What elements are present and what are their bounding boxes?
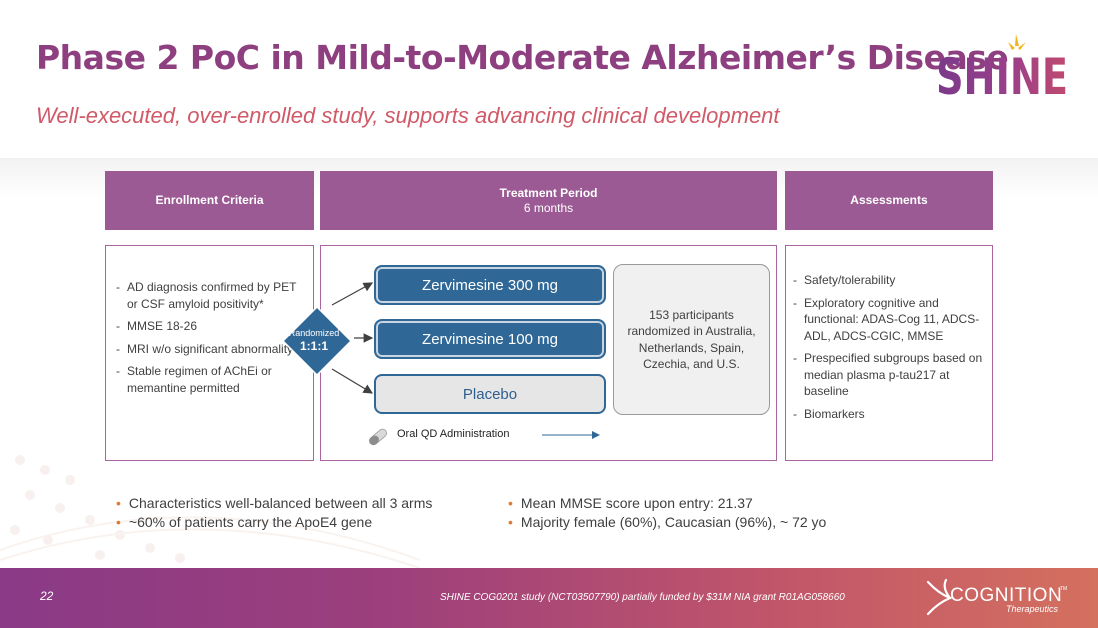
arm1-label: Zervimesine 300 mg bbox=[422, 276, 558, 294]
summary-bullet-text: Majority female (60%), Caucasian (96%), … bbox=[520, 514, 827, 530]
randomization-diamond bbox=[282, 306, 352, 376]
footer-bar bbox=[0, 568, 1098, 628]
enrollment-item: AD diagnosis confirmed by PET or CSF amy… bbox=[116, 279, 310, 312]
randomization-text: Randomized 1:1:1 bbox=[278, 328, 350, 353]
summary-bullet: • Characteristics well-balanced between a… bbox=[116, 495, 432, 511]
header-treatment-duration: 6 months bbox=[523, 200, 574, 215]
page-title: Phase 2 PoC in Mild-to-Moderate Alzheime… bbox=[36, 38, 1009, 77]
header-assessments: Assessments bbox=[785, 171, 993, 230]
summary-bullet-text: Mean MMSE score upon entry: 21.37 bbox=[520, 495, 753, 511]
assessment-item: Exploratory cognitive and functional: AD… bbox=[793, 295, 987, 345]
cognition-logo: COGNITION TM Therapeutics bbox=[926, 578, 1067, 616]
participants-text: 153 participants randomized in Australia… bbox=[627, 307, 756, 372]
header-enrollment-criteria: Enrollment Criteria bbox=[105, 171, 314, 230]
randomized-label: Randomized bbox=[288, 328, 340, 338]
arrow-to-arm3 bbox=[331, 368, 374, 394]
oral-administration-label: Oral QD Administration bbox=[397, 428, 510, 440]
footnote: SHINE COG0201 study (NCT03507790) partia… bbox=[440, 592, 845, 603]
enrollment-list: AD diagnosis confirmed by PET or CSF amy… bbox=[116, 279, 310, 402]
enrollment-item: MRI w/o significant abnormality bbox=[116, 341, 310, 358]
summary-bullet-text: Characteristics well-balanced between al… bbox=[128, 495, 433, 511]
header-assessments-label: Assessments bbox=[850, 193, 928, 207]
page-subtitle: Well-executed, over-enrolled study, supp… bbox=[36, 103, 780, 128]
shine-logo: SHINE bbox=[936, 34, 1068, 102]
bullet-dot-icon: • bbox=[508, 514, 513, 530]
page-number: 22 bbox=[40, 589, 54, 603]
pill-icon bbox=[369, 428, 387, 446]
assessment-item: Safety/tolerability bbox=[793, 272, 987, 289]
enrollment-item: MMSE 18-26 bbox=[116, 318, 310, 335]
bullet-dot-icon: • bbox=[508, 495, 513, 511]
flow-arrows bbox=[331, 282, 600, 439]
arm3-label: Placebo bbox=[462, 385, 518, 403]
decorative-dot-pattern bbox=[0, 455, 420, 569]
bullet-dot-icon: • bbox=[116, 514, 121, 530]
header-treatment-period: Treatment Period 6 months bbox=[320, 171, 777, 230]
header-enrollment-label: Enrollment Criteria bbox=[155, 193, 264, 207]
svg-text:TM: TM bbox=[1060, 586, 1067, 592]
svg-text:SHINE: SHINE bbox=[936, 48, 1068, 102]
svg-text:COGNITION: COGNITION bbox=[950, 585, 1062, 606]
arm2-label: Zervimesine 100 mg bbox=[422, 330, 558, 348]
summary-bullet-text: ~60% of patients carry the ApoE4 gene bbox=[128, 514, 373, 530]
bullet-dot-icon: • bbox=[116, 495, 121, 511]
assessment-item: Prespecified subgroups based on median p… bbox=[793, 350, 987, 400]
enrollment-item: Stable regimen of AChEi or memantine per… bbox=[116, 363, 310, 396]
summary-bullet: • Mean MMSE score upon entry: 21.37 bbox=[508, 495, 753, 511]
arm-zervimesine-100: Zervimesine 100 mg bbox=[374, 319, 606, 359]
assessment-item: Biomarkers bbox=[793, 406, 987, 423]
randomization-ratio: 1:1:1 bbox=[299, 339, 328, 353]
svg-text:Therapeutics: Therapeutics bbox=[1006, 604, 1059, 614]
summary-bullet: • Majority female (60%), Caucasian (96%),… bbox=[508, 514, 826, 530]
arm-zervimesine-300: Zervimesine 300 mg bbox=[374, 265, 606, 305]
header-treatment-label: Treatment Period bbox=[499, 185, 598, 200]
arrow-to-arm1 bbox=[331, 282, 374, 306]
summary-bullet: • ~60% of patients carry the ApoE4 gene bbox=[116, 514, 372, 530]
participants-box: 153 participants randomized in Australia… bbox=[613, 264, 770, 415]
assessments-list: Safety/tolerability Exploratory cognitiv… bbox=[793, 272, 987, 428]
arm-placebo: Placebo bbox=[374, 374, 606, 414]
